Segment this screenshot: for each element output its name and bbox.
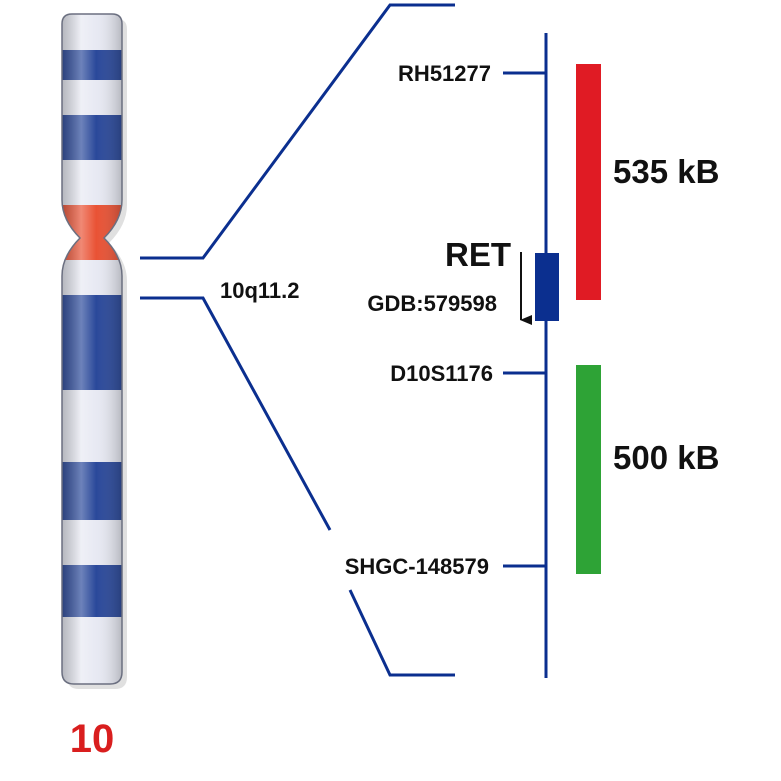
ret-gene-label: RET xyxy=(445,236,511,273)
band-label: 10q11.2 xyxy=(220,278,300,303)
region-bar-500kb xyxy=(576,365,601,574)
ret-gene-box xyxy=(535,253,559,321)
chromosome-shading xyxy=(62,14,122,684)
region-label-500kb: 500 kB xyxy=(613,439,719,476)
marker-label-gdb579598: GDB:579598 xyxy=(367,291,497,316)
chromosome-number-label: 10 xyxy=(70,717,115,761)
marker-ticks xyxy=(503,71,546,568)
region-bar-535kb xyxy=(576,64,601,300)
marker-label-rh51277: RH51277 xyxy=(398,61,491,86)
zoom-line-upper xyxy=(140,3,455,260)
chromosome-outline xyxy=(61,13,123,685)
region-label-535kb: 535 kB xyxy=(613,153,719,190)
zoom-lines xyxy=(140,3,455,677)
zoom-line-lower-tail xyxy=(348,589,455,677)
marker-label-shgc-148579: SHGC-148579 xyxy=(345,554,489,579)
marker-label-d10s1176: D10S1176 xyxy=(390,361,493,386)
chromosome-10 xyxy=(61,13,127,689)
zoom-line-lower xyxy=(140,296,332,531)
